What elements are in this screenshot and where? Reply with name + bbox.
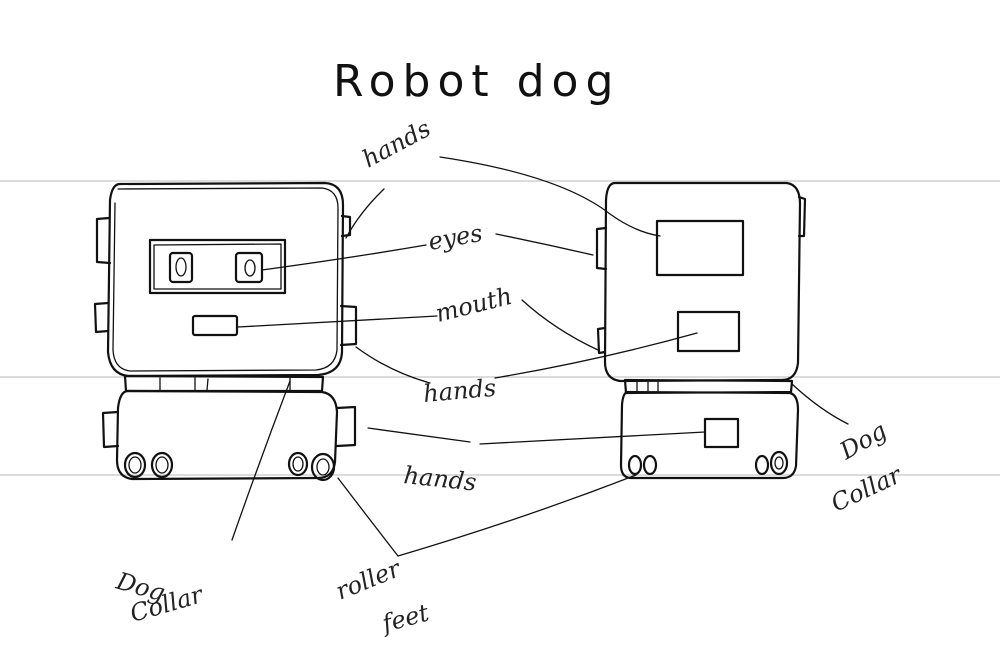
label-roller-feet-2: feet — [377, 599, 432, 639]
front-body-right-hand — [335, 405, 357, 448]
ruled-lines — [0, 180, 1000, 476]
front-right-hand-top — [340, 214, 352, 238]
page-title: Robot dog — [333, 56, 620, 107]
label-dog-collar-right-1: Dog — [834, 416, 891, 465]
label-hands-low: hands — [402, 461, 477, 496]
front-eye-panel — [148, 238, 287, 295]
front-dog-collar — [123, 374, 325, 393]
label-mouth: mouth — [433, 282, 515, 328]
front-left-hand-top — [95, 216, 112, 265]
side-body — [619, 390, 800, 480]
front-mouth — [191, 314, 239, 337]
front-head — [106, 181, 345, 378]
side-body-panel — [703, 417, 740, 449]
side-roller-feet — [627, 450, 789, 476]
label-hands-top: hands — [358, 114, 436, 173]
front-body-left-hand — [101, 410, 120, 449]
label-roller-feet-1: roller — [332, 554, 406, 606]
label-hands-mid: hands — [422, 374, 497, 408]
leader-lines — [231, 156, 849, 557]
side-back-nub — [797, 195, 807, 238]
side-hand-mid — [596, 326, 607, 355]
side-hand-top — [595, 226, 608, 271]
side-dog-collar — [623, 378, 794, 395]
front-right-hand-mid — [339, 304, 358, 347]
side-eye-panel — [655, 219, 745, 277]
label-dog-collar-right-2: Collar — [827, 460, 907, 517]
label-eyes: eyes — [426, 219, 484, 256]
robot-front-view — [93, 181, 358, 482]
right-eye — [234, 251, 264, 284]
front-roller-feet — [123, 451, 336, 482]
side-mouth-panel — [676, 310, 741, 353]
robot-side-view — [595, 181, 807, 480]
left-eye — [168, 251, 194, 284]
front-body — [115, 389, 339, 481]
front-left-hand-mid — [93, 301, 110, 334]
